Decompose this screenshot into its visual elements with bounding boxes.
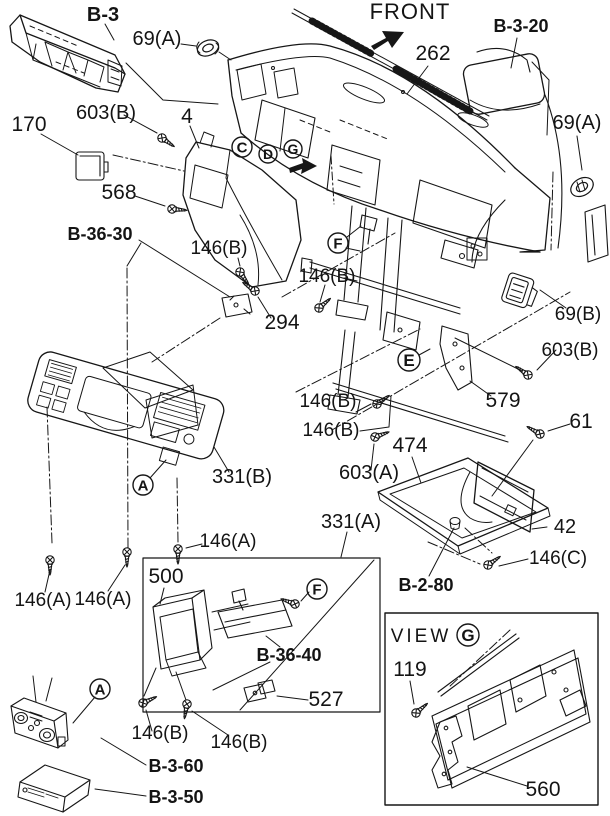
part-label-170: 170 — [11, 113, 46, 136]
part-label-527: 527 — [308, 688, 343, 711]
callout-g: G — [283, 139, 303, 159]
part-label-146b: 146(B) — [131, 723, 188, 744]
callout-e: E — [397, 348, 421, 372]
callout-letter-f: F — [333, 236, 342, 253]
part-label-view: VIEW — [391, 626, 452, 647]
part-label-294: 294 — [264, 311, 299, 334]
callout-letter-g: G — [288, 141, 299, 157]
callout-letter-a: A — [138, 478, 149, 495]
part-label-146b: 146(B) — [298, 266, 355, 287]
cluster-hood-part — [9, 14, 126, 93]
part-label-146b: 146(B) — [302, 420, 359, 441]
part-label-146b: 146(B) — [210, 732, 267, 753]
part-label-b-3-20: B-3-20 — [493, 16, 548, 36]
callout-d: D — [258, 144, 278, 164]
bumper-b-2-80-icon — [449, 517, 461, 530]
label-leaders — [104, 23, 326, 303]
part-label-4: 4 — [181, 105, 193, 128]
pocket-500-part — [152, 589, 251, 677]
part-label-119: 119 — [393, 658, 426, 681]
callout-letter-a: A — [95, 682, 106, 699]
part-label-b-3: B-3 — [87, 4, 119, 26]
part-label-331a: 331(A) — [321, 511, 381, 533]
part-label-146a: 146(A) — [199, 531, 256, 552]
cluster-bezel-part — [27, 351, 225, 460]
defroster-strip-part — [291, 8, 490, 121]
part-label-146c: 146(C) — [529, 548, 587, 569]
part-label-603b: 603(B) — [541, 340, 598, 361]
part-label-front: FRONT — [370, 0, 451, 24]
grommet-69a-right-icon — [570, 176, 594, 198]
glovebox-door-part — [473, 461, 535, 533]
lower-cover-part — [182, 131, 302, 288]
callout-f: F — [327, 232, 349, 254]
diagram-line-art — [9, 8, 609, 813]
dashboard-body-part — [227, 43, 551, 263]
part-label-69a: 69(A) — [553, 112, 602, 134]
part-label-500: 500 — [148, 565, 183, 588]
callout-letter-c: C — [237, 140, 248, 157]
part-label-b-36-30: B-36-30 — [67, 224, 132, 244]
part-label-146b: 146(B) — [190, 238, 247, 259]
part-label-b-36-40: B-36-40 — [256, 645, 321, 665]
part-label-568: 568 — [101, 181, 136, 204]
part-label-331b: 331(B) — [212, 466, 272, 488]
lid-170-part — [75, 151, 109, 181]
callout-letter-d: D — [263, 146, 273, 162]
bracket-b-36-30-part — [221, 293, 253, 318]
callout-f: F — [306, 578, 328, 600]
labels-layer: B-3 69(A) FRONT 262 B-3-20 69(A) 170 603(B) 4 568… — [11, 0, 601, 807]
centerlines — [46, 154, 571, 565]
switch-69b-part — [501, 272, 538, 309]
part-label-560: 560 — [525, 778, 560, 801]
heater-control-part — [10, 675, 69, 749]
callout-c: C — [231, 136, 253, 158]
glovebox-housing-part — [377, 457, 551, 555]
part-label-146b: 146(B) — [299, 391, 356, 412]
callout-a: A — [132, 474, 154, 496]
view-g-inset — [384, 612, 599, 806]
part-label-146a: 146(A) — [74, 589, 131, 610]
part-label-603a: 603(A) — [339, 462, 399, 484]
part-label-262: 262 — [415, 42, 450, 65]
callout-letter-g: G — [461, 626, 474, 645]
callout-g: G — [456, 623, 480, 647]
radio-part — [17, 764, 91, 813]
part-label-b-3-60: B-3-60 — [148, 756, 203, 776]
callout-letter-f: F — [312, 582, 321, 599]
cowl-side-art — [544, 94, 609, 263]
callout-a: A — [89, 678, 111, 700]
crossmember-assembly-art — [300, 205, 509, 443]
part-label-603b: 603(B) — [76, 102, 136, 124]
insert-arrow — [289, 158, 317, 174]
part-label-69a: 69(A) — [133, 28, 182, 50]
front-direction-arrow — [371, 31, 404, 50]
tray-b-36-40-part — [217, 588, 293, 639]
cluster-lens-art — [102, 351, 199, 439]
part-label-61: 61 — [569, 410, 592, 433]
pad-b-3-20-part — [462, 47, 546, 115]
part-label-b-3-50: B-3-50 — [148, 787, 203, 807]
part-label-b-2-80: B-2-80 — [398, 575, 453, 595]
callout-letter-e: E — [403, 351, 414, 370]
part-label-579: 579 — [485, 389, 520, 412]
grommet-69a-left-icon — [196, 39, 220, 57]
part-label-474: 474 — [392, 434, 427, 457]
part-label-69b: 69(B) — [555, 304, 601, 325]
part-label-146a: 146(A) — [14, 590, 71, 611]
ip-support-frame-part — [431, 633, 591, 789]
part-label-42: 42 — [554, 516, 576, 538]
clip-527-part — [243, 679, 276, 703]
